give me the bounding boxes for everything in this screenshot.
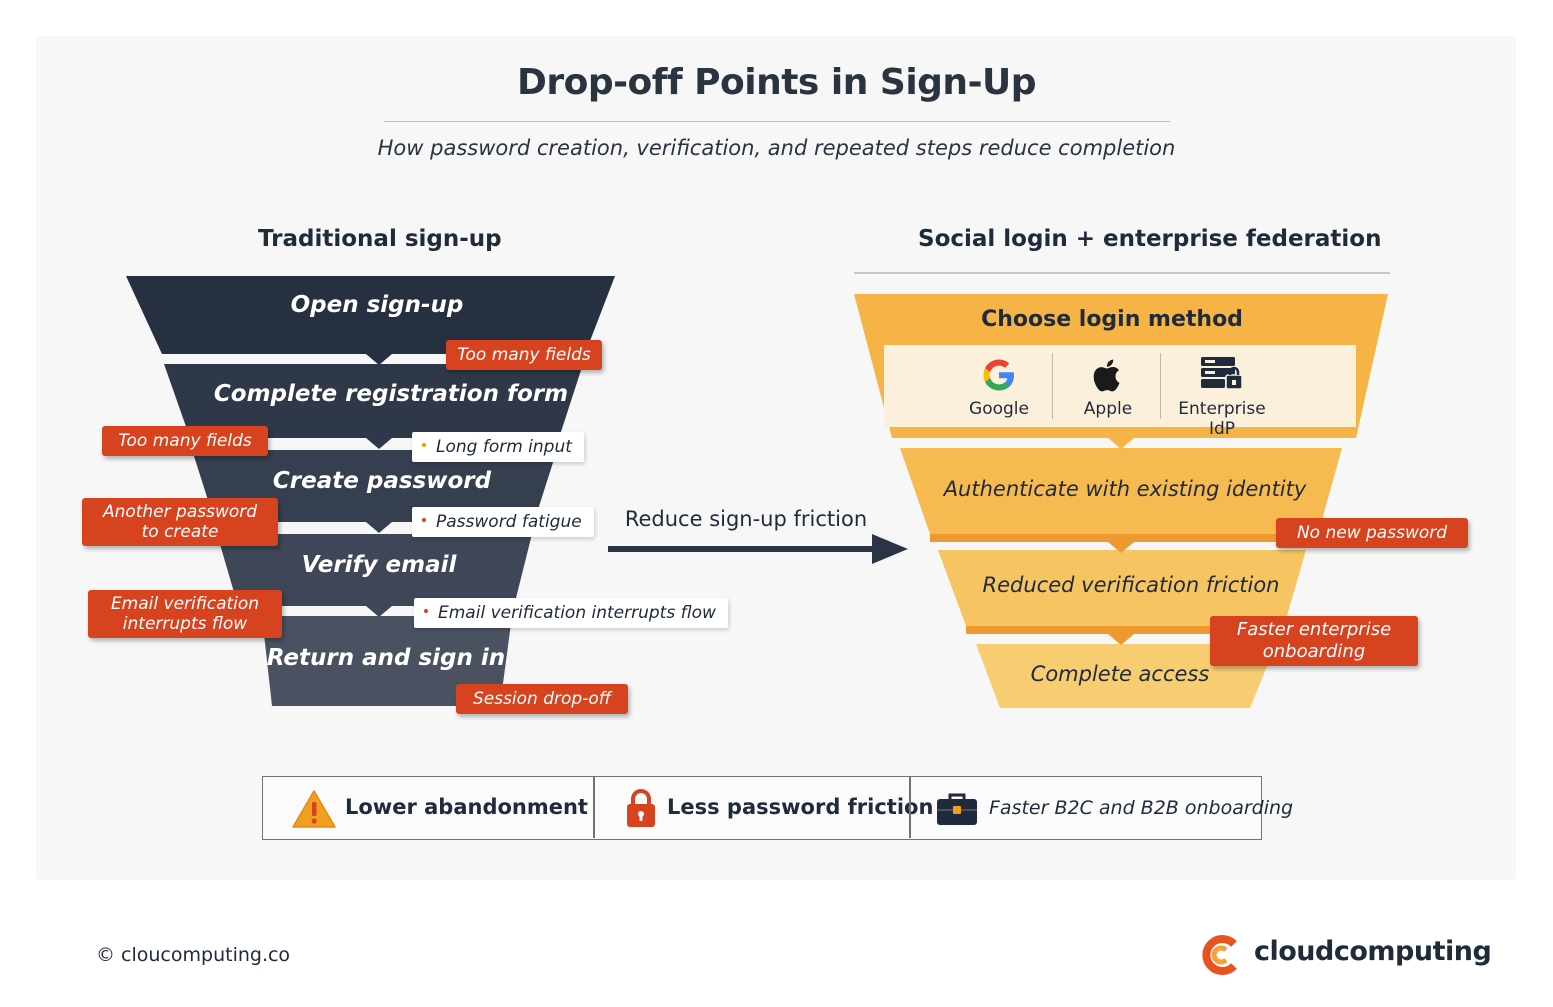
page-subtitle: How password creation, verification, and… bbox=[377, 136, 1176, 160]
traditional-stage-5 bbox=[262, 616, 512, 706]
traditional-stage-label: Verify email bbox=[301, 552, 457, 578]
traditional-stage-label: Complete registration form bbox=[213, 381, 569, 407]
chevron-down-icon bbox=[1108, 634, 1134, 645]
brand-logo-icon bbox=[1202, 935, 1237, 975]
lock-icon bbox=[627, 789, 655, 827]
choose-login-title: Choose login method bbox=[981, 307, 1243, 332]
drop-off-tag: Session drop-off bbox=[456, 684, 628, 714]
drop-off-tag: Too many fields bbox=[446, 340, 602, 370]
bullet-icon bbox=[422, 518, 426, 522]
divider bbox=[1052, 353, 1053, 419]
arrow-shaft bbox=[608, 546, 876, 552]
benefit-tag: No new password bbox=[1276, 518, 1468, 548]
chevron-down-icon bbox=[366, 522, 392, 533]
chevron-down-icon bbox=[366, 354, 392, 365]
federated-stage-3 bbox=[938, 550, 1306, 626]
briefcase-icon bbox=[937, 793, 977, 825]
chevron-down-icon bbox=[366, 606, 392, 617]
copyright-text: © cloucomputing.co bbox=[96, 944, 291, 966]
bullet-icon bbox=[424, 609, 428, 613]
chevron-down-icon bbox=[366, 438, 392, 449]
benefit-faster-onboarding: Faster B2C and B2B onboarding bbox=[911, 777, 1293, 838]
drop-off-tag: Email verification interrupts flow bbox=[88, 590, 282, 638]
federated-stage-label: Complete access bbox=[1030, 662, 1210, 686]
traditional-stage-3 bbox=[192, 450, 557, 522]
title-divider bbox=[384, 121, 1170, 122]
divider bbox=[909, 777, 911, 838]
chevron-down-icon bbox=[1108, 542, 1134, 553]
stage-divider bbox=[930, 534, 1318, 542]
traditional-stage-1 bbox=[126, 276, 615, 354]
arrow-right-icon bbox=[872, 534, 908, 564]
apple-icon bbox=[1093, 359, 1120, 392]
divider bbox=[1160, 353, 1161, 419]
traditional-heading: Traditional sign-up bbox=[258, 226, 502, 252]
federated-stage-label: Reduced verification friction bbox=[982, 573, 1280, 597]
traditional-stage-2 bbox=[164, 364, 583, 438]
chevron-down-icon bbox=[1108, 438, 1134, 449]
traditional-stage-label: Open sign-up bbox=[290, 292, 464, 318]
drop-off-tag: Too many fields bbox=[102, 426, 268, 456]
page-title: Drop-off Points in Sign-Up bbox=[516, 62, 1037, 103]
friction-note: Email verification interrupts flow bbox=[414, 598, 728, 628]
arrow-label: Reduce sign-up friction bbox=[624, 507, 868, 531]
login-method-panel: Google Apple Enterprise IdP bbox=[884, 345, 1356, 439]
login-option-apple[interactable]: Apple bbox=[1056, 345, 1160, 427]
traditional-stage-label: Create password bbox=[272, 468, 492, 494]
traditional-stage-label: Return and sign in bbox=[266, 645, 506, 671]
benefit-lower-abandonment: Lower abandonment bbox=[263, 777, 593, 838]
bullet-icon bbox=[422, 443, 426, 447]
traditional-stage-4 bbox=[217, 534, 532, 606]
federated-stage-2 bbox=[900, 448, 1342, 534]
google-icon bbox=[983, 359, 1014, 391]
federated-stage-label: Authenticate with existing identity bbox=[943, 477, 1307, 501]
benefits-bar: Lower abandonment Less password friction… bbox=[262, 776, 1293, 840]
drop-off-tag: Another password to create bbox=[82, 498, 278, 546]
divider bbox=[593, 777, 595, 838]
login-option-google[interactable]: Google bbox=[944, 345, 1054, 427]
federated-heading: Social login + enterprise federation bbox=[918, 226, 1382, 252]
friction-note: Password fatigue bbox=[412, 507, 594, 537]
federated-stage-4 bbox=[976, 644, 1276, 708]
stage-divider bbox=[966, 626, 1284, 634]
warning-icon bbox=[292, 790, 336, 828]
enterprise-idp-icon bbox=[1201, 357, 1243, 390]
benefit-less-password-friction: Less password friction bbox=[595, 777, 933, 838]
benefit-tag: Faster enterprise onboarding bbox=[1210, 616, 1418, 666]
login-option-enterprise-idp[interactable]: Enterprise IdP bbox=[1164, 345, 1280, 439]
federated-heading-divider bbox=[854, 272, 1390, 274]
friction-note: Long form input bbox=[412, 432, 584, 462]
